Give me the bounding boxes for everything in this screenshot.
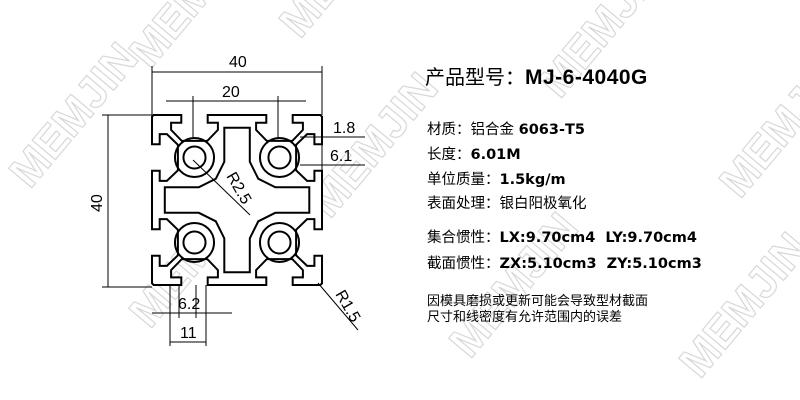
spec-material: 材质：铝合金 6063-T5 bbox=[427, 118, 585, 139]
dim-slot-opening: 6.2 bbox=[178, 296, 200, 313]
hole-inner bbox=[182, 145, 207, 170]
note-line-1: 因模具磨损或更新可能会导致型材截面 bbox=[427, 294, 649, 309]
dim-corner-radius: R1.5 bbox=[332, 288, 364, 326]
dim-lip-lines bbox=[300, 136, 365, 170]
note-line-2: 尺寸和线密度有允许范围内的误差 bbox=[427, 310, 623, 325]
spec-value-cn: 银白阳极氧化 bbox=[499, 196, 587, 212]
dim-pitch: 20 bbox=[222, 84, 240, 101]
dim-height: 40 bbox=[89, 194, 106, 212]
spec-value-cn: 铝合金 bbox=[470, 122, 519, 138]
spec-section-modulus: 截面惯性：ZX:5.10cm3 ZY:5.10cm3 bbox=[427, 252, 702, 273]
title-label: 产品型号： bbox=[425, 65, 525, 89]
dim-slot-lines bbox=[152, 285, 232, 346]
dim-width-lines bbox=[151, 66, 323, 115]
dim-lip: 1.8 bbox=[333, 120, 355, 137]
spec-label: 截面惯性： bbox=[427, 256, 500, 272]
hole-ring bbox=[258, 136, 301, 179]
dim-width: 40 bbox=[229, 54, 247, 71]
dim-slot-width: 11 bbox=[180, 325, 197, 342]
dim-pitch-lines bbox=[166, 96, 306, 138]
spec-label: 集合惯性： bbox=[427, 230, 500, 246]
spec-weight: 单位质量：1.5kg/m bbox=[427, 168, 566, 189]
spec-value: 6.01M bbox=[470, 147, 521, 163]
hole-ring bbox=[173, 136, 216, 179]
product-model: MJ-6-4040G bbox=[525, 66, 648, 89]
spec-label: 表面处理： bbox=[427, 196, 500, 212]
spec-label: 材质： bbox=[427, 122, 471, 138]
spec-label: 单位质量： bbox=[427, 172, 500, 188]
hole-ring bbox=[258, 221, 301, 264]
spec-value: 6063-T5 bbox=[518, 122, 585, 138]
corner-radius-leader bbox=[317, 282, 359, 331]
spec-label: 长度： bbox=[427, 147, 471, 163]
hole-ring bbox=[173, 221, 216, 264]
corner-holes bbox=[173, 136, 301, 264]
hole-inner bbox=[267, 230, 292, 255]
dim-height-lines bbox=[102, 114, 152, 288]
spec-value: LX:9.70cm4 LY:9.70cm4 bbox=[499, 230, 697, 246]
spec-inertia: 集合惯性：LX:9.70cm4 LY:9.70cm4 bbox=[427, 226, 697, 247]
spec-value: ZX:5.10cm3 ZY:5.10cm3 bbox=[499, 256, 702, 272]
hole-inner bbox=[182, 230, 207, 255]
product-title: 产品型号：MJ-6-4040G bbox=[425, 61, 648, 90]
spec-surface: 表面处理：银白阳极氧化 bbox=[427, 192, 587, 213]
center-cavity bbox=[163, 126, 311, 274]
hole-inner bbox=[267, 145, 292, 170]
dim-slot-depth: 6.1 bbox=[330, 148, 352, 165]
spec-length: 长度：6.01M bbox=[427, 143, 521, 164]
spec-value: 1.5kg/m bbox=[499, 172, 566, 188]
hole-radius-leader bbox=[192, 159, 251, 216]
